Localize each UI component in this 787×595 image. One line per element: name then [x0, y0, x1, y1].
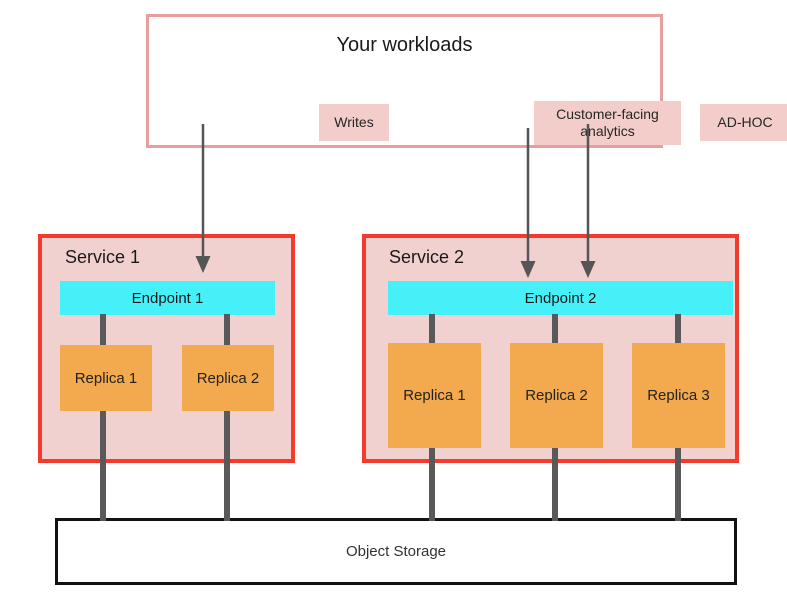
object-storage-box: Object Storage	[55, 518, 737, 585]
service-1-title: Service 1	[65, 247, 141, 267]
connector-endpoint2-replica3	[675, 314, 681, 343]
service-2-replica-3: Replica 3	[632, 343, 725, 448]
service-2-replica-2: Replica 2	[510, 343, 603, 448]
service-1-replica-1: Replica 1	[60, 345, 152, 411]
connector-endpoint1-replica1	[100, 314, 106, 345]
service-2-title: Service 2	[389, 247, 465, 267]
service-2-endpoint: Endpoint 2	[388, 281, 733, 315]
connector-s2-replica2-storage	[552, 448, 558, 521]
connector-s2-replica1-storage	[429, 448, 435, 521]
service-1-endpoint: Endpoint 1	[60, 281, 275, 315]
connector-s2-replica3-storage	[675, 448, 681, 521]
connector-endpoint2-replica1	[429, 314, 435, 343]
connector-s1-replica2-storage	[224, 411, 230, 521]
workloads-title: Your workloads	[336, 34, 473, 56]
service-2-replica-1: Replica 1	[388, 343, 481, 448]
workload-adhoc-box: AD-HOC	[700, 104, 787, 141]
workload-writes-box: Writes	[319, 104, 389, 141]
workloads-container: Your workloads Writes Customer-facing an…	[146, 14, 787, 148]
service-1-replica-2: Replica 2	[182, 345, 274, 411]
connector-endpoint2-replica2	[552, 314, 558, 343]
connector-s1-replica1-storage	[100, 411, 106, 521]
workload-analytics-box: Customer-facing analytics	[534, 101, 681, 145]
connector-endpoint1-replica2	[224, 314, 230, 345]
